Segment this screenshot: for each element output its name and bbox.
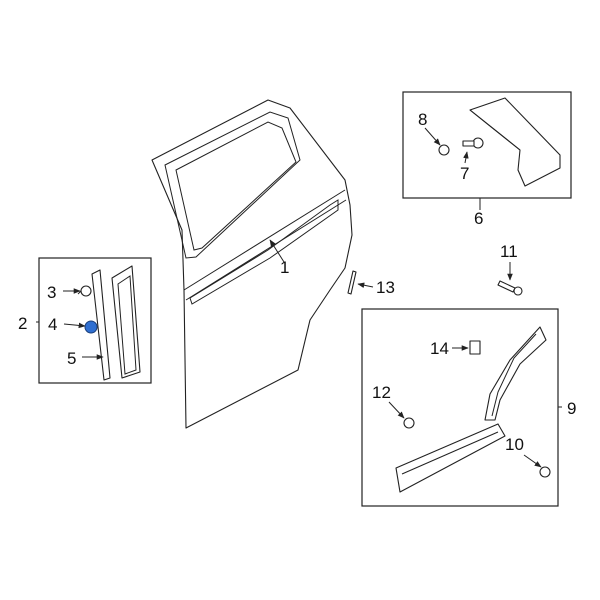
- callout-6: 6: [474, 209, 483, 228]
- callout-7: 7: [460, 164, 469, 183]
- part-6-molding: [469, 97, 561, 187]
- part-7-bolt: [462, 137, 484, 149]
- callout-14: 14: [430, 339, 449, 358]
- callout-11: 11: [500, 242, 518, 261]
- part-12-clip: [403, 417, 415, 429]
- callout-10: 10: [505, 435, 524, 454]
- part-10-clip: [539, 466, 551, 478]
- callout-2: 2: [18, 314, 27, 333]
- callout-5: 5: [67, 349, 76, 368]
- box-parts-3-5: [38, 257, 152, 384]
- box-parts-9-14: [361, 308, 559, 507]
- part-4-clip-highlighted: [84, 320, 98, 334]
- part-14-clip: [469, 340, 481, 355]
- leader-lines: [36, 127, 562, 468]
- part-13-pin: [347, 270, 357, 295]
- callout-9: 9: [567, 399, 576, 418]
- box-parts-6-8: [402, 91, 572, 199]
- callout-3: 3: [47, 283, 56, 302]
- callout-4: 4: [48, 315, 57, 334]
- part-5-pillar-trim: [91, 265, 141, 381]
- callout-1: 1: [280, 258, 289, 277]
- callout-12: 12: [372, 383, 391, 402]
- part-9-wheel-arch-molding: [395, 326, 547, 493]
- rear-door: [151, 99, 353, 429]
- callout-8: 8: [418, 110, 427, 129]
- callout-13: 13: [376, 278, 395, 297]
- part-8-clip: [438, 144, 450, 156]
- part-11-bolt: [497, 280, 523, 296]
